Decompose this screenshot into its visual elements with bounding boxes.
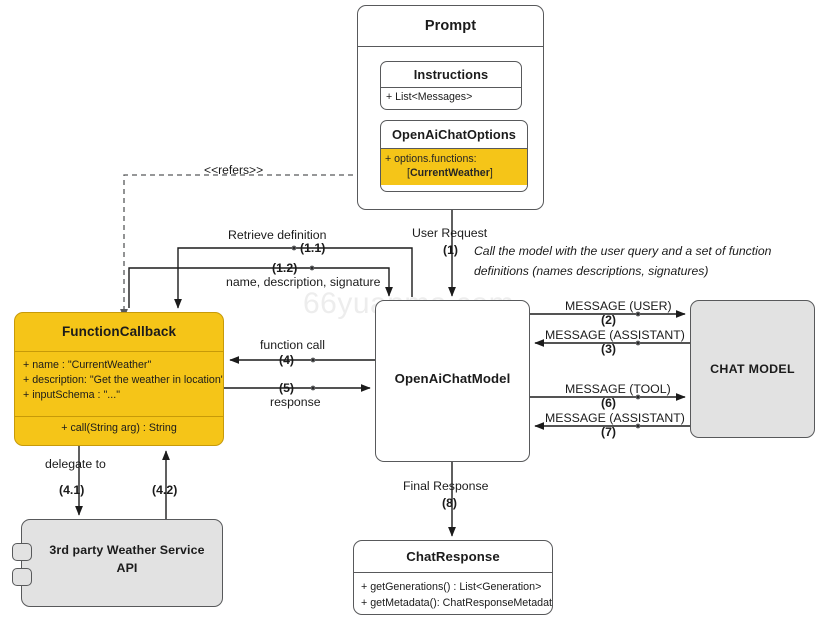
label-step-4: (4) (279, 353, 295, 367)
chat-model-box[interactable]: CHAT MODEL (690, 300, 815, 438)
function-callback-title: FunctionCallback (61, 324, 177, 339)
function-callback-class-box[interactable]: FunctionCallback + name : "CurrentWeathe… (14, 312, 224, 446)
options-functions-label: + options.functions: (385, 153, 477, 165)
label-user-request: User Request (412, 226, 488, 240)
function-callback-attribute-inputschema: + inputSchema : "..." (23, 389, 120, 402)
label-step-8: (8) (442, 496, 458, 510)
chat-response-class-box[interactable]: ChatResponse + getGenerations() : List<G… (353, 540, 553, 615)
provided-interface-icon-1 (12, 543, 32, 561)
label-step-6: (6) (601, 396, 617, 410)
options-functions-highlight: + options.functions: [CurrentWeather] (381, 149, 527, 185)
label-name-description-signature: name, description, signature (226, 275, 381, 289)
label-step-1: (1) (443, 243, 459, 257)
label-step-7: (7) (601, 425, 617, 439)
label-message-assistant-2: MESSAGE (ASSISTANT) (545, 411, 685, 425)
chat-response-operation-getmetadata: + getMetadata(): ChatResponseMetadata (361, 597, 553, 610)
prompt-title: Prompt (424, 18, 477, 34)
instructions-attribute: + List<Messages> (386, 91, 473, 103)
function-callback-separator-1 (15, 351, 223, 352)
function-callback-attribute-name: + name : "CurrentWeather" (23, 359, 152, 371)
label-response: response (270, 395, 321, 409)
openai-chat-options-class-box[interactable]: OpenAiChatOptions + options.functions: [… (380, 120, 528, 192)
chat-response-attributes: + getGenerations() : List<Generation> + … (354, 573, 552, 611)
label-message-assistant-1: MESSAGE (ASSISTANT) (545, 328, 685, 342)
label-retrieve-definition: Retrieve definition (228, 228, 327, 242)
instructions-attributes: + List<Messages> (381, 88, 521, 103)
label-step-4-2: (4.2) (152, 483, 178, 497)
label-delegate-to: delegate to (45, 457, 106, 471)
prompt-separator (358, 46, 543, 47)
weather-service-title-line1: 3rd party Weather Service (49, 543, 205, 557)
label-message-tool: MESSAGE (TOOL) (565, 382, 671, 396)
label-step-1-2: (1.2) (272, 261, 298, 275)
label-note-call-the-model: Call the model with the user query and a… (474, 244, 772, 279)
provided-interface-icon-2 (12, 568, 32, 586)
label-refers: <<refers>> (204, 163, 264, 177)
openai-chat-model-box[interactable]: OpenAiChatModel (375, 300, 530, 462)
openai-chat-model-title: OpenAiChatModel (394, 371, 511, 386)
options-functions-bracket-open: [ (407, 167, 410, 180)
chat-response-title: ChatResponse (406, 549, 500, 564)
chat-response-separator (354, 572, 552, 573)
openai-chat-options-attributes: + options.functions: [CurrentWeather] (381, 149, 527, 185)
function-callback-operation: + call(String arg) : String (61, 422, 177, 434)
label-final-response: Final Response (403, 479, 489, 493)
chat-response-operation-getgenerations: + getGenerations() : List<Generation> (361, 581, 542, 593)
openai-chat-options-separator (381, 148, 527, 149)
instructions-title: Instructions (413, 67, 489, 82)
weather-service-title-line2: API (116, 560, 138, 575)
function-callback-separator-2 (15, 416, 223, 417)
instructions-class-box[interactable]: Instructions + List<Messages> (380, 61, 522, 110)
label-step-5: (5) (279, 381, 295, 395)
function-callback-attribute-description: + description: "Get the weather in locat… (23, 374, 224, 387)
label-step-2: (2) (601, 313, 617, 327)
label-step-3: (3) (601, 342, 617, 356)
label-message-user: MESSAGE (USER) (565, 299, 672, 313)
options-functions-bracket-close: ] (489, 167, 493, 180)
label-step-4-1: (4.1) (59, 483, 85, 497)
chat-model-title: CHAT MODEL (710, 362, 795, 376)
label-function-call: function call (260, 338, 325, 352)
weather-service-title: 3rd party Weather Service API (38, 542, 216, 578)
function-callback-attributes: + name : "CurrentWeather" + description:… (15, 352, 223, 404)
openai-chat-options-title: OpenAiChatOptions (392, 127, 516, 142)
label-step-1-1: (1.1) (300, 241, 326, 255)
options-functions-value: CurrentWeather (409, 167, 490, 180)
instructions-separator (381, 87, 521, 88)
weather-service-box[interactable]: 3rd party Weather Service API (21, 519, 223, 607)
